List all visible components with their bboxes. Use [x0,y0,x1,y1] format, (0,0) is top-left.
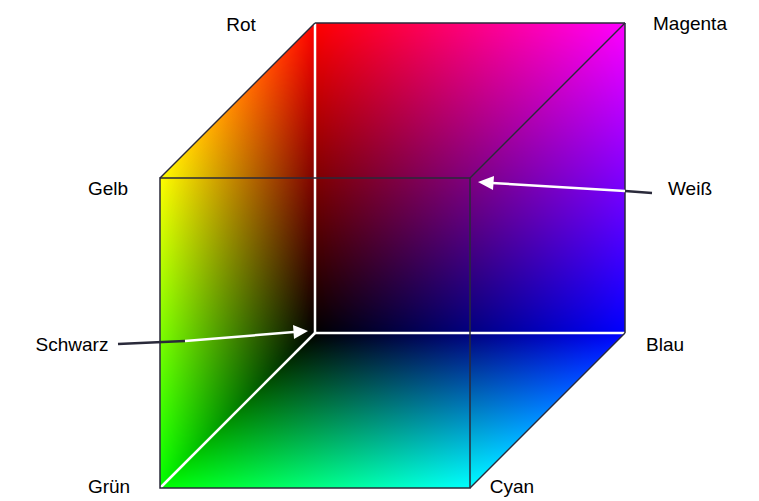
corner-color-label: Gelb [88,179,128,198]
inner-edges [160,23,625,488]
corner-color-label: Rot [226,15,256,34]
corner-color-label: Blau [646,335,684,354]
bottom-face [160,333,625,488]
corner-color-label: Weiß [668,179,712,198]
leader-arrow [118,325,308,344]
corner-color-label: Schwarz [36,335,109,354]
corner-color-label: Magenta [653,14,727,33]
corner-color-label: Cyan [490,477,534,496]
leader-arrow [478,176,652,193]
corner-color-label: Grün [88,477,130,496]
outer-edges [160,23,625,488]
